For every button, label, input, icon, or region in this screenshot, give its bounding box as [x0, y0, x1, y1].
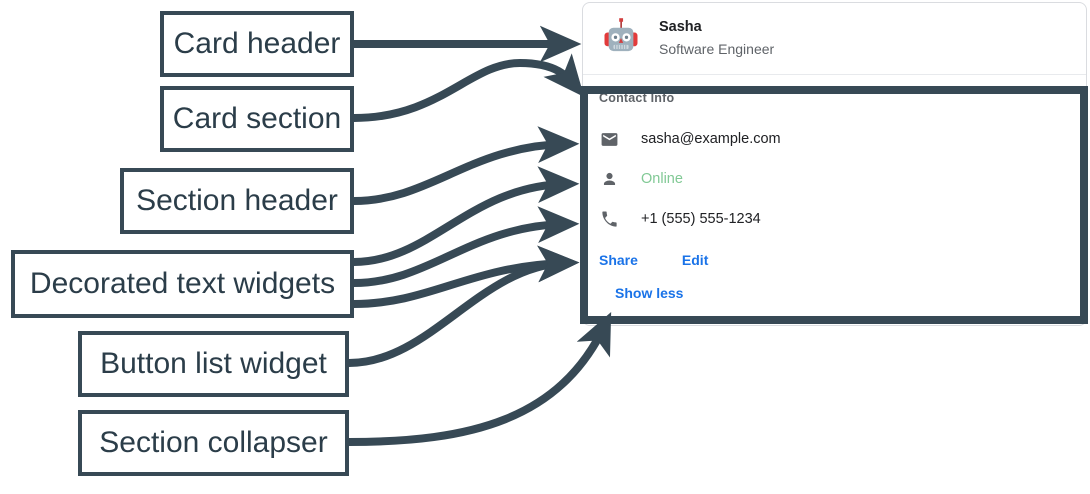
button-list-widget: Share Edit [583, 239, 1086, 275]
phone-value: +1 (555) 555-1234 [641, 211, 761, 227]
email-value: sasha@example.com [641, 131, 781, 147]
label-text-card-section: Card section [172, 102, 342, 135]
show-less-label[interactable]: Show less [615, 285, 684, 301]
status-value: Online [641, 171, 683, 187]
phone-icon [599, 209, 619, 229]
label-text-section-header: Section header [136, 184, 338, 217]
arrow-section-collapser [348, 311, 612, 446]
label-box-button-list-widget: Button list widget [78, 331, 349, 397]
section-collapser[interactable]: Show less [583, 275, 1086, 313]
section-header: Contact Info [599, 91, 675, 105]
decorated-text-row-phone: +1 (555) 555-1234 [583, 199, 1086, 239]
card-header: Sasha Software Engineer [583, 3, 1086, 74]
robot-avatar-icon [599, 16, 643, 60]
share-button[interactable]: Share [599, 252, 638, 268]
label-text-button-list-widget: Button list widget [100, 347, 327, 380]
edit-button[interactable]: Edit [681, 252, 709, 268]
label-box-card-header: Card header [160, 11, 354, 77]
arrow-button-list [348, 245, 580, 367]
label-box-card-section: Card section [160, 86, 354, 152]
label-box-decorated-text-widgets: Decorated text widgets [11, 250, 354, 318]
label-box-section-header: Section header [120, 168, 354, 234]
card-header-text: Sasha Software Engineer [659, 18, 774, 59]
decorated-text-row-email: sasha@example.com [583, 119, 1086, 159]
label-text-section-collapser: Section collapser [99, 426, 328, 459]
card-header-subtitle: Software Engineer [659, 40, 775, 57]
card-header-title: Sasha [659, 18, 702, 35]
label-text-card-header: Card header [173, 27, 341, 60]
label-text-decorated-text-widgets: Decorated text widgets [29, 267, 336, 300]
profile-card: Sasha Software Engineer Contact Info sas… [582, 2, 1087, 326]
arrow-card-section [353, 53, 585, 122]
email-icon [599, 129, 619, 149]
arrow-decorated-text-3 [353, 245, 580, 308]
person-icon [599, 169, 619, 189]
card-section-highlight-rect [580, 86, 1088, 324]
arrow-decorated-text-2 [353, 206, 580, 287]
card-section: Contact Info sasha@example.com [583, 75, 1086, 325]
card-divider [583, 74, 1086, 75]
label-box-section-collapser: Section collapser [78, 410, 349, 476]
arrow-decorated-text-1 [353, 166, 580, 266]
decorated-text-row-status: Online [583, 159, 1086, 199]
profile-card-wrapper: Sasha Software Engineer Contact Info sas… [582, 2, 1087, 332]
arrow-section-header [353, 126, 580, 205]
